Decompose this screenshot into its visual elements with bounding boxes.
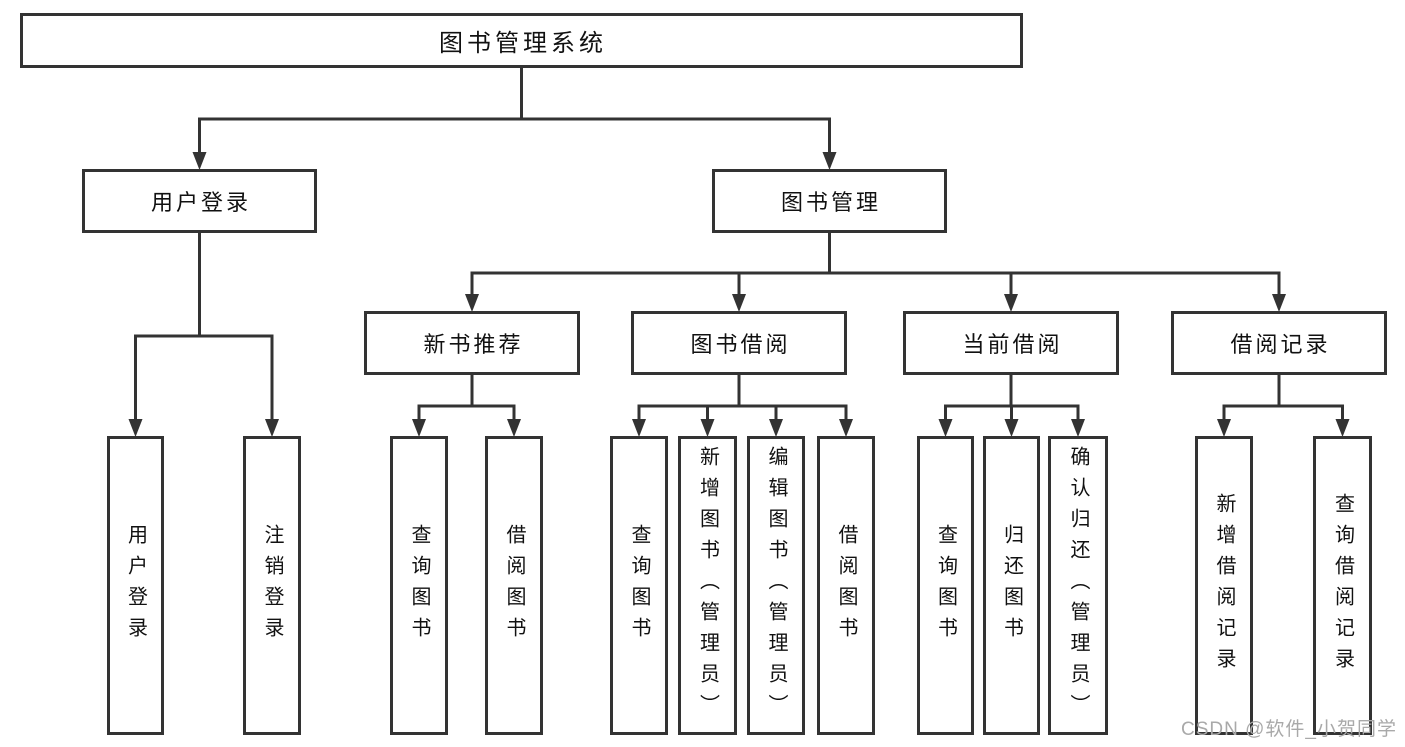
node-label-login-logout: 注销登录 [261, 523, 283, 648]
arrowhead-icon [839, 419, 853, 437]
node-label-rec-query: 查询图书 [408, 523, 430, 648]
node-label-login-user: 用户登录 [124, 523, 147, 648]
node-label-current-query: 查询图书 [934, 523, 957, 648]
node-rec-borrow: 借阅图书 [485, 436, 543, 735]
node-label-borrow-add: 新增图书（管理员） [696, 446, 719, 725]
node-records-query: 查询借阅记录 [1313, 436, 1372, 735]
node-label-borrow-borrow: 借阅图书 [835, 523, 857, 648]
node-borrow-borrow: 借阅图书 [817, 436, 875, 735]
connector-mgmt [465, 233, 1286, 312]
node-current-confirm: 确认归还（管理员） [1048, 436, 1108, 735]
arrowhead-icon [822, 152, 837, 170]
node-borrow-add: 新增图书（管理员） [678, 436, 737, 735]
node-login-logout: 注销登录 [243, 436, 301, 735]
arrowhead-icon [769, 419, 783, 437]
node-current-query: 查询图书 [917, 436, 974, 735]
arrowhead-icon [732, 294, 746, 312]
arrowhead-icon [128, 419, 143, 437]
arrowhead-icon [265, 419, 279, 437]
node-rec: 新书推荐 [364, 311, 580, 375]
node-label-records-add: 新增借阅记录 [1213, 492, 1235, 679]
node-label-root: 图书管理系统 [439, 30, 607, 57]
node-label-login: 用户登录 [150, 190, 251, 215]
connector-root [192, 68, 837, 170]
node-root: 图书管理系统 [20, 13, 1023, 68]
arrowhead-icon [507, 419, 521, 437]
arrowhead-icon [1272, 294, 1286, 312]
connector-login [128, 233, 279, 437]
node-current: 当前借阅 [903, 311, 1119, 375]
arrowhead-icon [465, 294, 479, 312]
arrowhead-icon [700, 419, 715, 437]
node-borrow: 图书借阅 [631, 311, 847, 375]
node-rec-query: 查询图书 [390, 436, 448, 735]
node-login-user: 用户登录 [107, 436, 164, 735]
connector-borrow [632, 375, 853, 437]
node-login: 用户登录 [82, 169, 317, 233]
node-label-current-return: 归还图书 [1000, 523, 1023, 648]
node-borrow-edit: 编辑图书（管理员） [747, 436, 805, 735]
arrowhead-icon [192, 152, 207, 170]
node-label-records-query: 查询借阅记录 [1331, 492, 1354, 679]
connector-current [938, 375, 1085, 437]
node-records: 借阅记录 [1171, 311, 1387, 375]
arrowhead-icon [632, 419, 646, 437]
arrowhead-icon [1004, 419, 1019, 437]
node-label-records: 借阅记录 [1230, 332, 1331, 357]
arrowhead-icon [1335, 419, 1350, 437]
node-label-borrow-edit: 编辑图书（管理员） [765, 446, 787, 725]
node-label-mgmt: 图书管理 [780, 190, 881, 215]
node-current-return: 归还图书 [983, 436, 1040, 735]
arrowhead-icon [412, 419, 426, 437]
arrowhead-icon [1004, 294, 1018, 312]
watermark: CSDN @软件_小贺同学 [1181, 719, 1397, 740]
connector-rec [412, 375, 521, 437]
arrowhead-icon [938, 419, 953, 437]
node-label-current: 当前借阅 [962, 332, 1063, 357]
arrowhead-icon [1217, 419, 1231, 437]
node-label-rec-borrow: 借阅图书 [503, 523, 525, 648]
node-label-current-confirm: 确认归还（管理员） [1067, 446, 1089, 725]
node-borrow-query: 查询图书 [610, 436, 668, 735]
node-label-rec: 新书推荐 [423, 332, 524, 357]
arrowhead-icon [1071, 419, 1085, 437]
node-label-borrow: 图书借阅 [690, 332, 791, 357]
connector-records [1217, 375, 1350, 437]
node-label-borrow-query: 查询图书 [628, 523, 650, 648]
node-records-add: 新增借阅记录 [1195, 436, 1253, 735]
node-mgmt: 图书管理 [712, 169, 947, 233]
